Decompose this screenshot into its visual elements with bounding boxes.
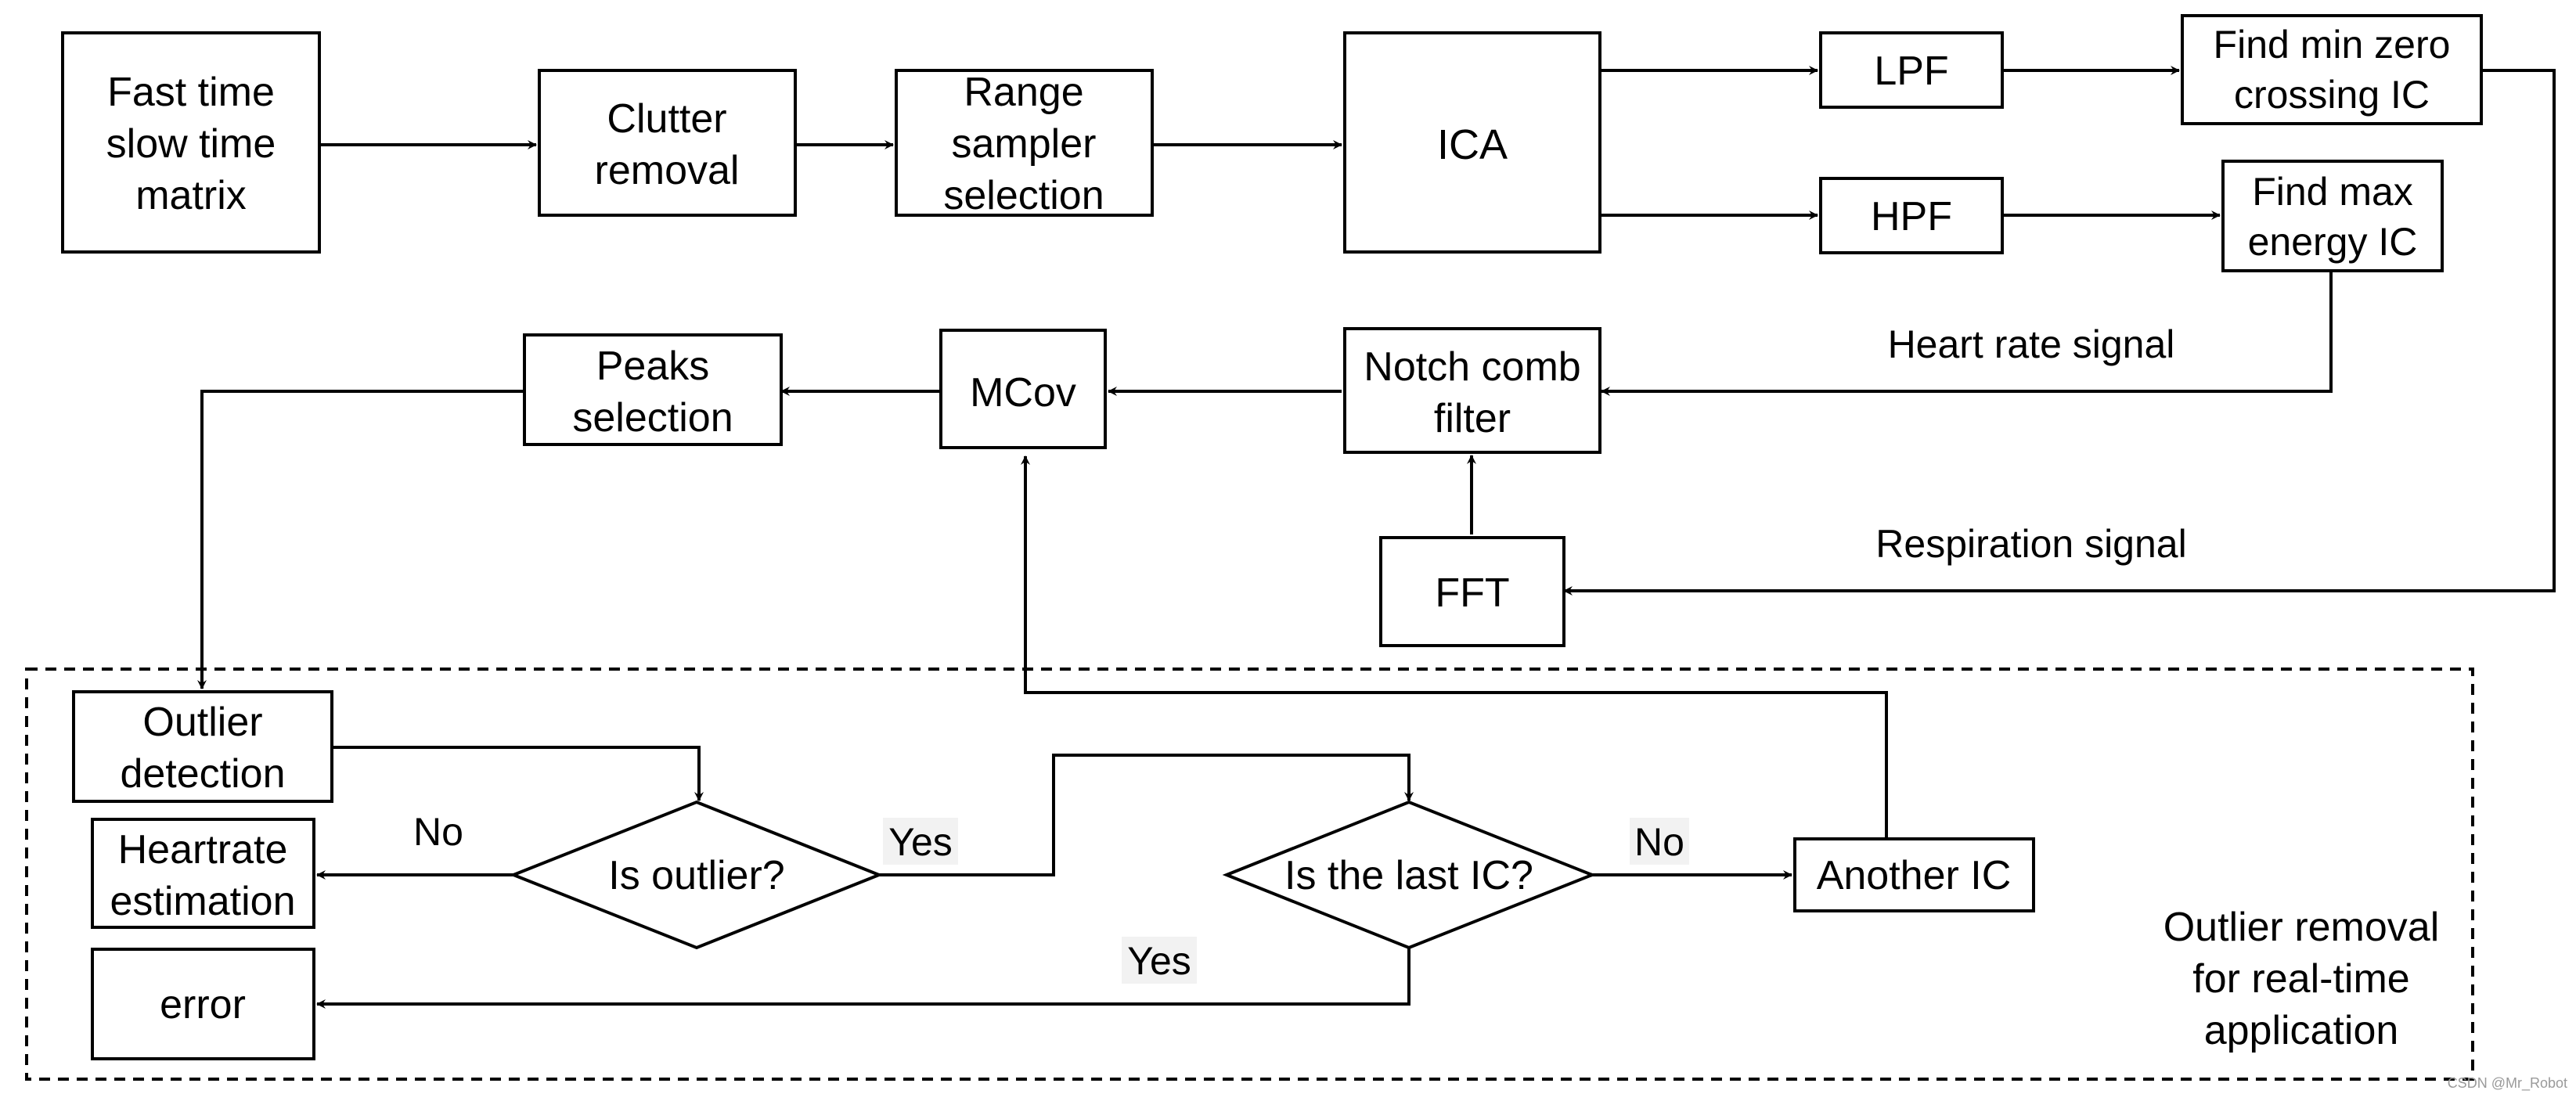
arrow-peaks-to-outlier <box>197 390 524 689</box>
block-fast-time-matrix-line-3: matrix <box>135 173 247 218</box>
heart-rate-signal-label: Heart rate signal <box>1888 322 2175 366</box>
block-lpf-label: LPF <box>1874 49 1948 94</box>
block-fast-time-matrix-line-1: Fast time <box>107 70 275 115</box>
region-label-line-2: for real-time <box>2192 956 2409 1002</box>
block-error-label: error <box>160 982 246 1027</box>
decision-is-outlier: Is outlier? <box>509 800 884 950</box>
yes-outlier-label: Yes <box>888 820 953 864</box>
block-find-min-zero-line-1: Find min zero <box>2214 23 2451 67</box>
yes-last-label: Yes <box>1127 939 1191 983</box>
block-find-max-energy-line-1: Find max <box>2252 170 2413 214</box>
block-range-sampler: Range sampler selection <box>895 69 1154 218</box>
block-clutter-removal-line-2: removal <box>595 148 740 193</box>
arrow-heart-rate-signal <box>1601 271 2333 396</box>
block-heartrate-estimation: Heartrate estimation <box>91 818 315 929</box>
arrow-respiration-signal <box>1563 69 2556 596</box>
arrow-yes-to-last-ic <box>879 754 1414 876</box>
block-range-sampler-line-3: selection <box>943 173 1104 218</box>
watermark-text: CSDN @Mr_Robot <box>2448 1075 2567 1092</box>
outlier-removal-region-label: Outlier removal for real-time applicatio… <box>2163 905 2440 1053</box>
block-error: error <box>91 948 315 1060</box>
block-range-sampler-line-1: Range <box>964 70 1083 115</box>
block-fast-time-matrix: Fast time slow time matrix <box>61 31 321 254</box>
block-hpf-label: HPF <box>1871 194 1952 239</box>
arrow-another-ic-to-mcov <box>1021 455 1888 845</box>
no-last-label-bg <box>1630 818 1689 865</box>
block-notch-comb-line-2: filter <box>1434 396 1511 441</box>
block-range-sampler-line-2: sampler <box>952 121 1097 167</box>
block-outlier-detection-line-1: Outlier <box>142 700 262 745</box>
block-peaks-selection: Peaks selection <box>523 333 783 446</box>
connectors <box>197 66 2556 1009</box>
block-find-max-energy-line-2: energy IC <box>2248 220 2418 264</box>
block-fft-label: FFT <box>1435 570 1509 616</box>
block-mcov: MCov <box>939 329 1107 449</box>
decision-is-outlier-label: Is outlier? <box>608 853 784 898</box>
block-another-ic: Another IC <box>1793 837 2035 912</box>
block-peaks-selection-line-1: Peaks <box>596 344 710 389</box>
region-label-line-1: Outlier removal <box>2163 905 2440 950</box>
block-notch-comb-filter: Notch comb filter <box>1343 327 1601 454</box>
outlier-removal-region <box>25 668 2474 1081</box>
block-heartrate-estimation-line-1: Heartrate <box>118 827 288 873</box>
region-label-line-3: application <box>2204 1008 2399 1053</box>
arrow-yes-to-error <box>316 948 1410 1009</box>
block-find-min-zero-crossing: Find min zero crossing IC <box>2181 14 2483 125</box>
decision-is-last-ic: Is the last IC? <box>1222 800 1597 950</box>
block-peaks-selection-line-2: selection <box>572 395 733 441</box>
block-ica: ICA <box>1343 31 1601 254</box>
yes-last-label-bg <box>1122 937 1197 984</box>
yes-outlier-label-bg <box>883 818 958 865</box>
block-fast-time-matrix-line-2: slow time <box>106 121 276 167</box>
block-hpf: HPF <box>1819 177 2004 254</box>
block-heartrate-estimation-line-2: estimation <box>110 879 296 924</box>
arrow-outlier-to-decision <box>332 746 704 801</box>
block-outlier-detection-line-2: detection <box>120 751 285 797</box>
block-clutter-removal-line-1: Clutter <box>607 96 726 142</box>
no-outlier-label: No <box>413 810 463 854</box>
block-find-max-energy: Find max energy IC <box>2221 160 2444 272</box>
block-mcov-label: MCov <box>970 370 1076 416</box>
block-clutter-removal: Clutter removal <box>538 69 797 217</box>
block-lpf: LPF <box>1819 31 2004 109</box>
block-find-min-zero-line-2: crossing IC <box>2234 73 2430 117</box>
block-fft: FFT <box>1379 536 1565 647</box>
block-another-ic-label: Another IC <box>1817 853 2012 898</box>
block-notch-comb-line-1: Notch comb <box>1364 344 1580 390</box>
decision-is-last-ic-label: Is the last IC? <box>1284 853 1533 898</box>
respiration-signal-label: Respiration signal <box>1875 522 2186 566</box>
no-last-label: No <box>1634 820 1684 864</box>
block-ica-label: ICA <box>1437 121 1508 168</box>
block-outlier-detection: Outlier detection <box>72 690 333 803</box>
